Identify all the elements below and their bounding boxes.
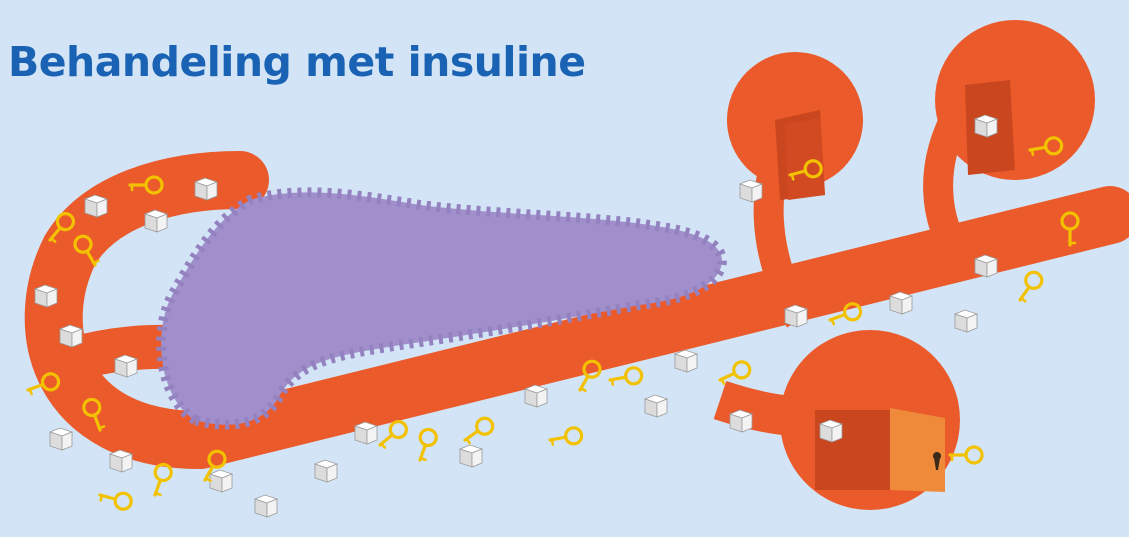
cell-door-open	[890, 408, 945, 492]
body-cell-top-left	[727, 52, 863, 200]
body-cell-bottom	[780, 330, 982, 510]
diagram-title: Behandeling met insuline	[8, 38, 586, 86]
body-cell-top-right	[935, 20, 1095, 180]
